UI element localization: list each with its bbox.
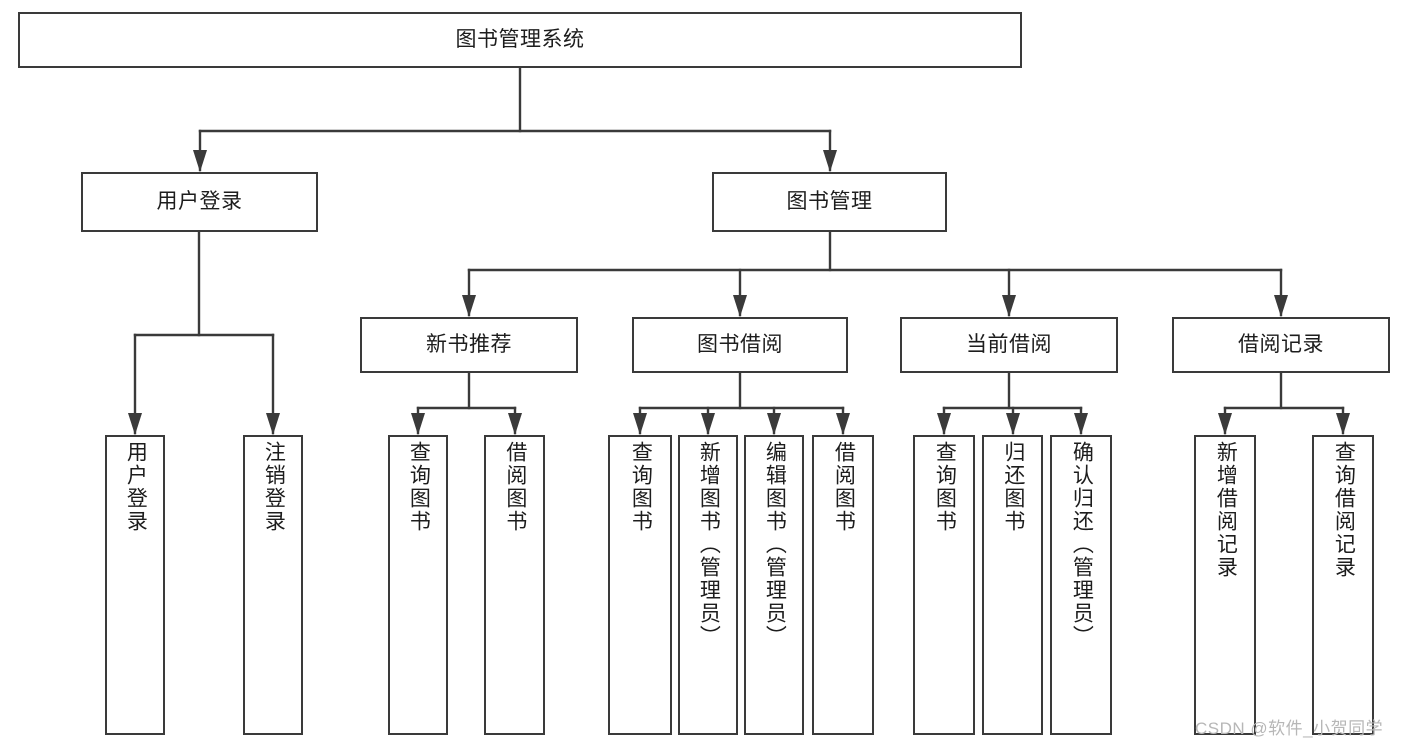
node-leaf-new-query[interactable]: 查询图书: [388, 435, 448, 735]
edge-bookmgmt-children-arrow-current: [1002, 295, 1016, 317]
node-root[interactable]: 图书管理系统: [18, 12, 1022, 68]
edge-borrow-children-arrow-leaf-borrow-query: [633, 413, 647, 435]
node-label: 借阅记录: [1238, 332, 1324, 356]
edge-borrow-children-arrow-leaf-borrow-add: [701, 413, 715, 435]
node-label: 借阅图书: [832, 441, 856, 533]
node-records[interactable]: 借阅记录: [1172, 317, 1390, 373]
node-leaf-rec-add[interactable]: 新增借阅记录: [1194, 435, 1256, 735]
node-leaf-borrow-add[interactable]: 新增图书（管理员）: [678, 435, 738, 735]
edge-records-children-arrow-leaf-rec-add: [1218, 413, 1232, 435]
node-leaf-cur-return[interactable]: 归还图书: [982, 435, 1043, 735]
edge-bookmgmt-children-arrow-newbook: [462, 295, 476, 317]
node-newbook[interactable]: 新书推荐: [360, 317, 578, 373]
node-label: 图书借阅: [697, 332, 783, 356]
node-bookmgmt[interactable]: 图书管理: [712, 172, 947, 232]
node-leaf-borrow-edit[interactable]: 编辑图书（管理员）: [744, 435, 804, 735]
node-label: 新增借阅记录: [1214, 441, 1238, 579]
node-leaf-logout[interactable]: 注销登录: [243, 435, 303, 735]
edge-current-children-arrow-leaf-cur-query: [937, 413, 951, 435]
node-login[interactable]: 用户登录: [81, 172, 318, 232]
edge-login-children-arrow-leaf-logout: [266, 413, 280, 435]
node-label: 借阅图书: [503, 441, 527, 533]
watermark: CSDN @软件_小贺同学: [1195, 719, 1384, 738]
node-label: 查询图书: [407, 441, 431, 533]
node-leaf-borrow-query[interactable]: 查询图书: [608, 435, 672, 735]
node-leaf-new-borrow[interactable]: 借阅图书: [484, 435, 545, 735]
node-label: 用户登录: [156, 189, 243, 213]
node-label: 图书管理: [786, 189, 873, 213]
edge-current-children-arrow-leaf-cur-return: [1006, 413, 1020, 435]
node-label: 用户登录: [124, 441, 148, 533]
node-leaf-cur-confirm[interactable]: 确认归还（管理员）: [1050, 435, 1112, 735]
node-label: 归还图书: [1001, 441, 1025, 533]
node-label: 编辑图书（管理员）: [763, 441, 787, 648]
node-borrow[interactable]: 图书借阅: [632, 317, 848, 373]
edge-borrow-children-arrow-leaf-borrow-lend: [836, 413, 850, 435]
node-label: 确认归还（管理员）: [1070, 441, 1094, 648]
edge-records-children-arrow-leaf-rec-query: [1336, 413, 1350, 435]
node-current[interactable]: 当前借阅: [900, 317, 1118, 373]
node-label: 新书推荐: [426, 332, 512, 356]
edge-newbook-children-arrow-leaf-new-borrow: [508, 413, 522, 435]
node-leaf-borrow-lend[interactable]: 借阅图书: [812, 435, 874, 735]
edge-login-children-arrow-leaf-user-login: [128, 413, 142, 435]
node-label: 当前借阅: [966, 332, 1052, 356]
edge-bookmgmt-children-arrow-borrow: [733, 295, 747, 317]
node-label: 查询借阅记录: [1332, 441, 1356, 579]
node-leaf-user-login[interactable]: 用户登录: [105, 435, 165, 735]
node-label: 注销登录: [262, 441, 286, 533]
node-label: 图书管理系统: [455, 27, 585, 51]
edge-borrow-children-arrow-leaf-borrow-edit: [767, 413, 781, 435]
edge-current-children-arrow-leaf-cur-confirm: [1074, 413, 1088, 435]
edge-root-children-arrow-bookmgmt: [823, 150, 837, 172]
node-leaf-cur-query[interactable]: 查询图书: [913, 435, 975, 735]
node-label: 新增图书（管理员）: [697, 441, 721, 648]
edge-newbook-children-arrow-leaf-new-query: [411, 413, 425, 435]
node-label: 查询图书: [629, 441, 653, 533]
node-leaf-rec-query[interactable]: 查询借阅记录: [1312, 435, 1374, 735]
edge-root-children-arrow-login: [193, 150, 207, 172]
node-label: 查询图书: [933, 441, 957, 533]
edge-bookmgmt-children-arrow-records: [1274, 295, 1288, 317]
